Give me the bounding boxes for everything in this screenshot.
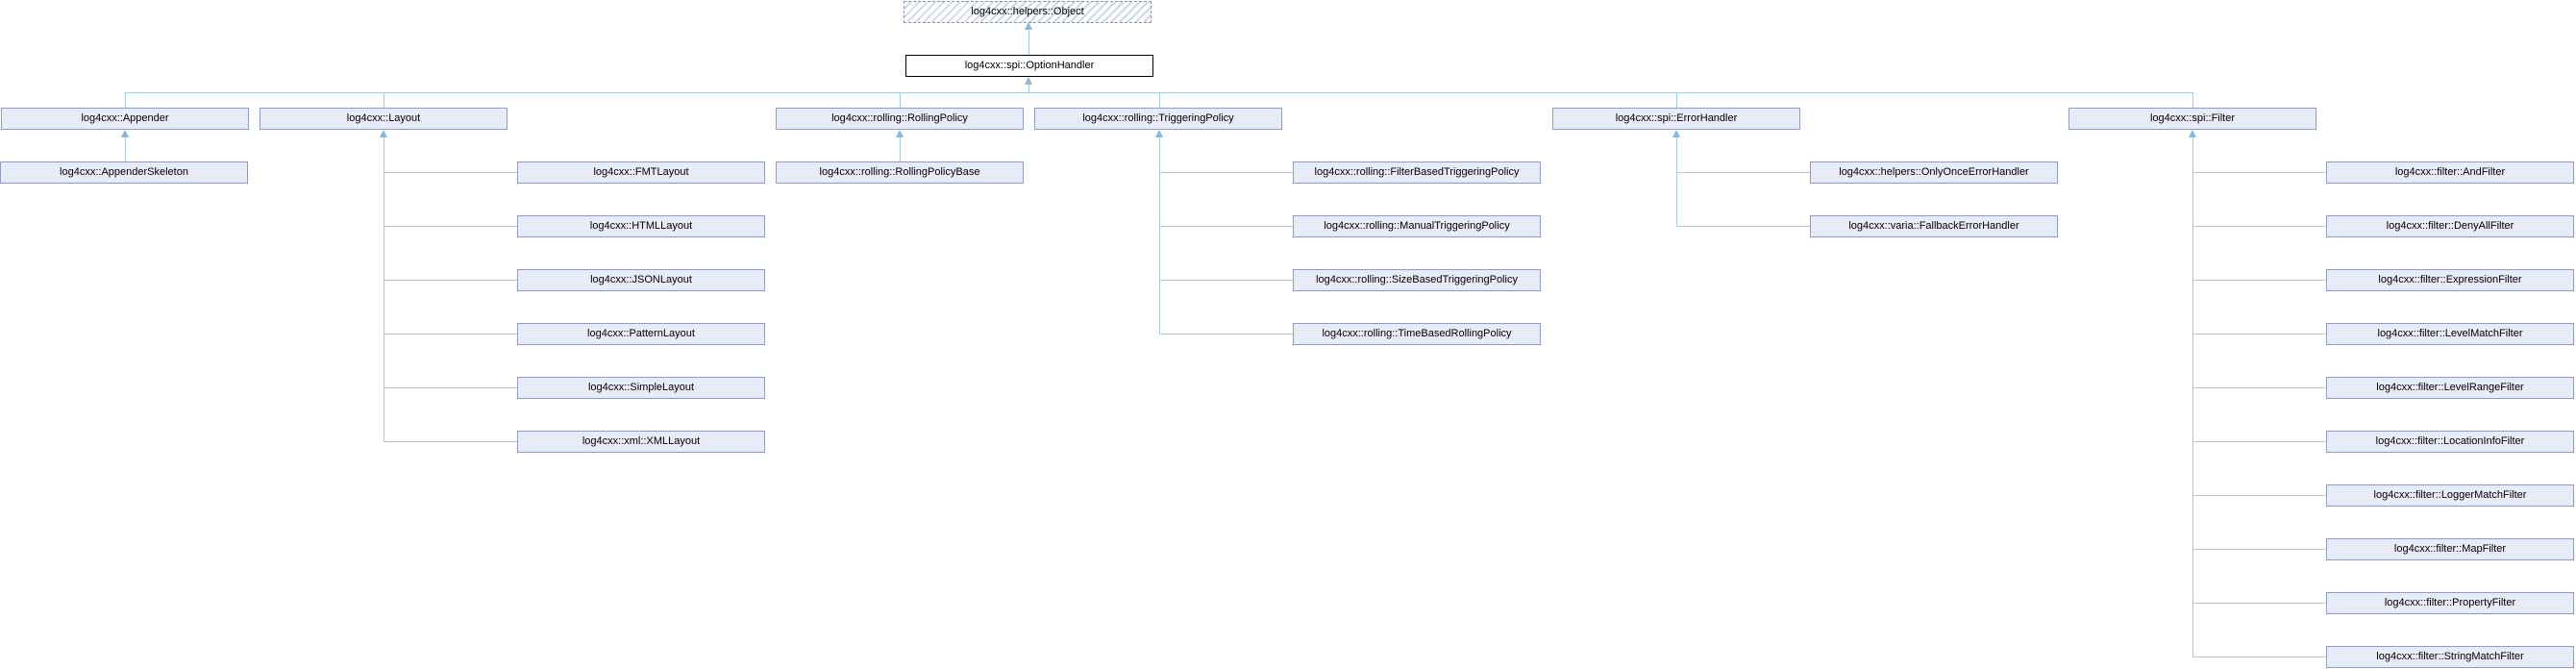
inheritance-edge xyxy=(1159,136,1160,334)
class-node-sizebasedtriggeringpolicy[interactable]: log4cxx::rolling::SizeBasedTriggeringPol… xyxy=(1293,269,1541,291)
class-node-manualtriggeringpolicy[interactable]: log4cxx::rolling::ManualTriggeringPolicy xyxy=(1293,215,1541,237)
inheritance-edge xyxy=(2192,495,2326,496)
class-node-onlyonceerrorhandler[interactable]: log4cxx::helpers::OnlyOnceErrorHandler xyxy=(1810,161,2058,184)
class-node-timebasedrollingpolicy[interactable]: log4cxx::rolling::TimeBasedRollingPolicy xyxy=(1293,323,1541,345)
class-node-fallbackerrorhandler[interactable]: log4cxx::varia::FallbackErrorHandler xyxy=(1810,215,2058,237)
inheritance-arrowhead xyxy=(1025,22,1032,30)
inheritance-edge xyxy=(384,226,517,227)
inheritance-edge xyxy=(1676,136,1677,226)
class-node-levelrangefilter[interactable]: log4cxx::filter::LevelRangeFilter xyxy=(2326,377,2574,399)
class-node-patternlayout[interactable]: log4cxx::PatternLayout xyxy=(517,323,765,345)
inheritance-edge xyxy=(125,92,2192,93)
inheritance-edge xyxy=(2192,226,2326,227)
class-node-locationinfofilter[interactable]: log4cxx::filter::LocationInfoFilter xyxy=(2326,431,2574,453)
class-node-fmtlayout[interactable]: log4cxx::FMTLayout xyxy=(517,161,765,184)
inheritance-edge xyxy=(384,172,517,173)
class-node-levelmatchfilter[interactable]: log4cxx::filter::LevelMatchFilter xyxy=(2326,323,2574,345)
class-node-filterbasedtriggeringpolicy[interactable]: log4cxx::rolling::FilterBasedTriggeringP… xyxy=(1293,161,1541,184)
inheritance-edge xyxy=(1676,226,1810,227)
class-node-andfilter[interactable]: log4cxx::filter::AndFilter xyxy=(2326,161,2574,184)
inheritance-edge xyxy=(384,280,517,281)
class-node-propertyfilter[interactable]: log4cxx::filter::PropertyFilter xyxy=(2326,592,2574,614)
class-node-mapfilter[interactable]: log4cxx::filter::MapFilter xyxy=(2326,538,2574,560)
inheritance-edge xyxy=(1159,226,1293,227)
inheritance-edge xyxy=(125,92,126,108)
class-node-layout[interactable]: log4cxx::Layout xyxy=(260,108,508,130)
inheritance-edge xyxy=(900,136,901,161)
inheritance-arrowhead xyxy=(1025,77,1032,85)
inheritance-edge xyxy=(384,387,517,388)
class-node-htmllayout[interactable]: log4cxx::HTMLLayout xyxy=(517,215,765,237)
inheritance-edge xyxy=(2192,387,2326,388)
inheritance-arrowhead xyxy=(1155,130,1163,137)
inheritance-arrowhead xyxy=(380,130,387,137)
class-node-errorhandler[interactable]: log4cxx::spi::ErrorHandler xyxy=(1552,108,1800,130)
inheritance-edge xyxy=(1159,172,1293,173)
inheritance-edge xyxy=(1676,172,1810,173)
inheritance-arrowhead xyxy=(1672,130,1680,137)
class-node-stringmatchfilter[interactable]: log4cxx::filter::StringMatchFilter xyxy=(2326,646,2574,668)
class-node-simplelayout[interactable]: log4cxx::SimpleLayout xyxy=(517,377,765,399)
inheritance-edge xyxy=(2192,603,2326,604)
class-node-loggermatchfilter[interactable]: log4cxx::filter::LoggerMatchFilter xyxy=(2326,484,2574,507)
inheritance-edge xyxy=(1028,84,1029,92)
class-node-filter[interactable]: log4cxx::spi::Filter xyxy=(2068,108,2316,130)
class-node-object[interactable]: log4cxx::helpers::Object xyxy=(904,1,1152,23)
inheritance-edge xyxy=(2192,441,2326,442)
class-node-appenderskeleton[interactable]: log4cxx::AppenderSkeleton xyxy=(0,161,248,184)
class-node-appender[interactable]: log4cxx::Appender xyxy=(1,108,249,130)
class-node-triggeringpolicy[interactable]: log4cxx::rolling::TriggeringPolicy xyxy=(1034,108,1282,130)
inheritance-edge xyxy=(2192,549,2326,550)
inheritance-edge xyxy=(2192,280,2326,281)
inheritance-edge xyxy=(1159,280,1293,281)
inheritance-edge xyxy=(384,441,517,442)
class-node-optionhandler[interactable]: log4cxx::spi::OptionHandler xyxy=(905,55,1153,77)
class-node-expressionfilter[interactable]: log4cxx::filter::ExpressionFilter xyxy=(2326,269,2574,291)
inheritance-arrowhead xyxy=(896,130,904,137)
inheritance-edge xyxy=(1159,92,1160,108)
class-node-rollingpolicybase[interactable]: log4cxx::rolling::RollingPolicyBase xyxy=(776,161,1024,184)
inheritance-edge xyxy=(2192,92,2193,108)
class-node-jsonlayout[interactable]: log4cxx::JSONLayout xyxy=(517,269,765,291)
inheritance-edge xyxy=(125,136,126,172)
inheritance-edge xyxy=(1028,29,1029,55)
inheritance-arrowhead xyxy=(121,130,129,137)
inheritance-edge xyxy=(2192,172,2326,173)
inheritance-edge xyxy=(900,92,901,108)
inheritance-edge xyxy=(1676,92,1677,108)
class-node-xmllayout[interactable]: log4cxx::xml::XMLLayout xyxy=(517,431,765,453)
class-node-rollingpolicy[interactable]: log4cxx::rolling::RollingPolicy xyxy=(776,108,1024,130)
inheritance-arrowhead xyxy=(2189,130,2196,137)
inheritance-edge xyxy=(2192,136,2193,657)
class-node-denyallfilter[interactable]: log4cxx::filter::DenyAllFilter xyxy=(2326,215,2574,237)
